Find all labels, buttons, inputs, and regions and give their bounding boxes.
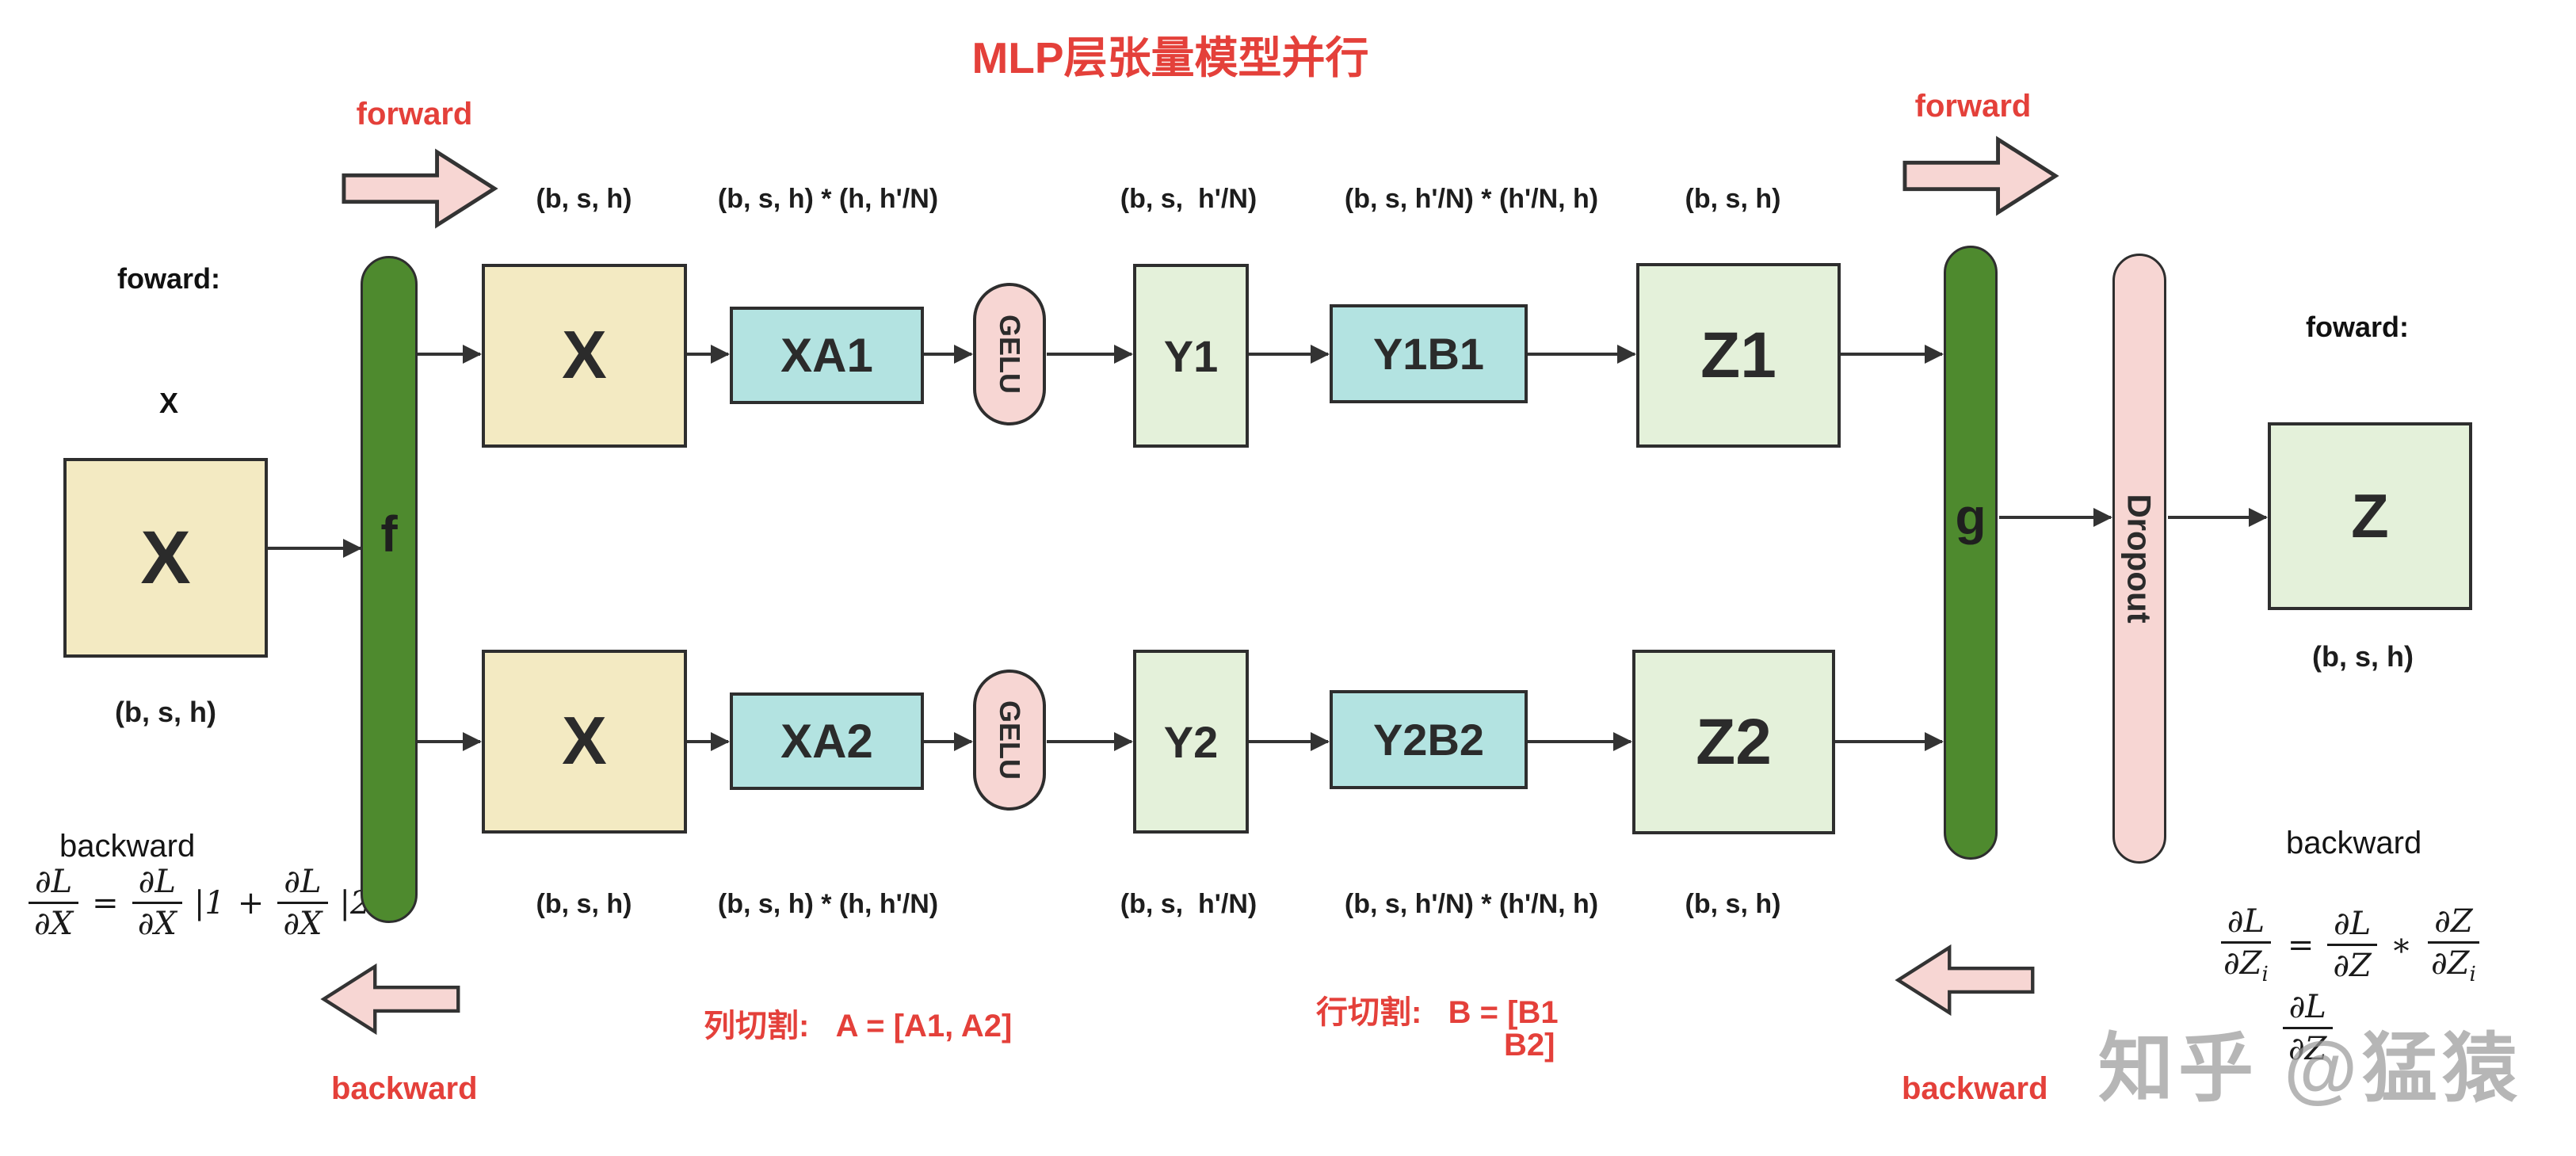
right-forward-note-line1: foward: <box>2306 311 2409 344</box>
arrow-f-to-x-row1 <box>418 353 480 356</box>
page-title: MLP层张量模型并行 <box>971 33 1369 82</box>
dropout-bar: Dropout <box>2112 254 2166 864</box>
left-forward-label: forward <box>356 97 473 132</box>
frac-dzdzi: ∂Z∂Zi <box>2425 903 2483 987</box>
ann-r1-yb: (b, s, h'/N) * (h'/N, h) <box>1344 184 1599 214</box>
frac-dldx-2: ∂L∂X <box>277 864 328 942</box>
g-operator-label: g <box>1955 488 1986 545</box>
arrow-x-to-xa1 <box>687 353 728 356</box>
forward-arrow-left-icon <box>342 148 498 229</box>
backward-arrow-left-icon <box>320 963 460 1036</box>
frac-dldx-1: ∂L∂X <box>132 864 183 942</box>
row2-x-box: X <box>482 650 687 834</box>
arrow-y2-to-y2b2 <box>1249 740 1328 743</box>
row2-y2-box: Y2 <box>1133 650 1249 834</box>
forward-arrow-right-icon <box>1902 135 2059 216</box>
arrow-x-to-xa2 <box>687 740 728 743</box>
row1-xa1-box: XA1 <box>730 307 924 404</box>
ann-r2-xa: (b, s, h) * (h, h'/N) <box>717 889 939 919</box>
arrow-x-to-f <box>267 547 361 550</box>
right-backward-black-label: backward <box>2286 826 2422 860</box>
right-forward-label: forward <box>1914 89 2032 124</box>
f-operator-bar <box>361 256 418 923</box>
ann-r1-x: (b, s, h) <box>536 184 632 214</box>
row-split-annotation-line2: B2] <box>1504 1028 1555 1063</box>
arrow-y2b2-to-z2 <box>1528 740 1631 743</box>
backward-formula-x: ∂L∂X = ∂L∂X |1 + ∂L∂X |2 <box>28 864 370 942</box>
backward-arrow-right-icon <box>1895 944 2035 1017</box>
row1-x-box: X <box>482 264 687 448</box>
row1-gelu-label: GELU <box>994 314 1027 395</box>
row1-y1-box: Y1 <box>1133 264 1249 448</box>
ann-r2-y: (b, s, h'/N) <box>1120 889 1257 919</box>
g-operator-bar <box>1944 246 1998 860</box>
frac-dldx: ∂L∂X <box>28 864 79 942</box>
row2-y2b2-box: Y2B2 <box>1330 690 1528 789</box>
dropout-label: Dropout <box>2121 494 2159 624</box>
arrow-y1b1-to-z1 <box>1528 353 1635 356</box>
multiply-sign: ∗ <box>2390 926 2412 963</box>
left-forward-note: foward: X <box>109 176 228 507</box>
ann-r2-z: (b, s, h) <box>1685 889 1781 919</box>
arrow-gelu-to-y1 <box>1047 353 1132 356</box>
ann-r1-y: (b, s, h'/N) <box>1120 184 1257 214</box>
f-operator-label: f <box>380 506 398 563</box>
ann-r2-x: (b, s, h) <box>536 889 632 919</box>
arrow-f-to-x-row2 <box>418 740 480 743</box>
arrow-dropout-to-z <box>2168 516 2266 519</box>
equals-sign-right: = <box>2287 926 2315 963</box>
row1-gelu-pill: GELU <box>973 283 1046 425</box>
arrow-gelu-to-y2 <box>1047 740 1132 743</box>
watermark: 知乎 @猛猿 <box>2098 1027 2523 1111</box>
arrow-xa2-to-gelu <box>924 740 971 743</box>
arrow-z2-to-g <box>1835 740 1942 743</box>
output-z-shape: (b, s, h) <box>2312 640 2414 673</box>
equals-sign: = <box>92 884 119 921</box>
arrow-xa1-to-gelu <box>924 353 971 356</box>
backward-formula-fragment: ∂L∂Z <box>2282 989 2333 1067</box>
right-backward-red-label: backward <box>1902 1071 2048 1106</box>
row2-z2-box: Z2 <box>1632 650 1835 834</box>
term-tag-1: |1 <box>193 884 225 921</box>
input-x-shape: (b, s, h) <box>115 696 216 728</box>
output-z-box: Z <box>2268 422 2472 610</box>
backward-formula-z: ∂L∂Zi = ∂L∂Z ∗ ∂Z∂Zi <box>2217 903 2483 987</box>
arrow-y1-to-y1b1 <box>1249 353 1328 356</box>
ann-r1-xa: (b, s, h) * (h, h'/N) <box>717 184 939 214</box>
row-split-annotation-line1: 行切割: B = [B1 <box>1316 995 1559 1030</box>
ann-r1-z: (b, s, h) <box>1685 184 1781 214</box>
left-forward-note-line2: X <box>158 386 178 419</box>
row2-xa2-box: XA2 <box>730 692 924 790</box>
frac-dldz: ∂L∂Z <box>2326 906 2378 984</box>
column-split-annotation: 列切割: A = [A1, A2] <box>704 1009 1013 1043</box>
left-backward-black-label: backward <box>59 829 196 864</box>
row2-gelu-pill: GELU <box>973 670 1046 811</box>
row2-gelu-label: GELU <box>994 700 1027 780</box>
arrow-z1-to-g <box>1841 353 1942 356</box>
plus-sign: + <box>237 884 265 921</box>
arrow-g-to-dropout <box>1999 516 2111 519</box>
left-backward-red-label: backward <box>331 1071 478 1106</box>
frac-dldz-fragment: ∂L∂Z <box>2282 989 2333 1067</box>
input-x-box: X <box>63 458 268 658</box>
row1-y1b1-box: Y1B1 <box>1330 304 1528 403</box>
frac-dldzi: ∂L∂Zi <box>2217 903 2275 987</box>
row1-z1-box: Z1 <box>1636 263 1841 448</box>
left-forward-note-line1: foward: <box>117 262 220 296</box>
ann-r2-yb: (b, s, h'/N) * (h'/N, h) <box>1344 889 1599 919</box>
